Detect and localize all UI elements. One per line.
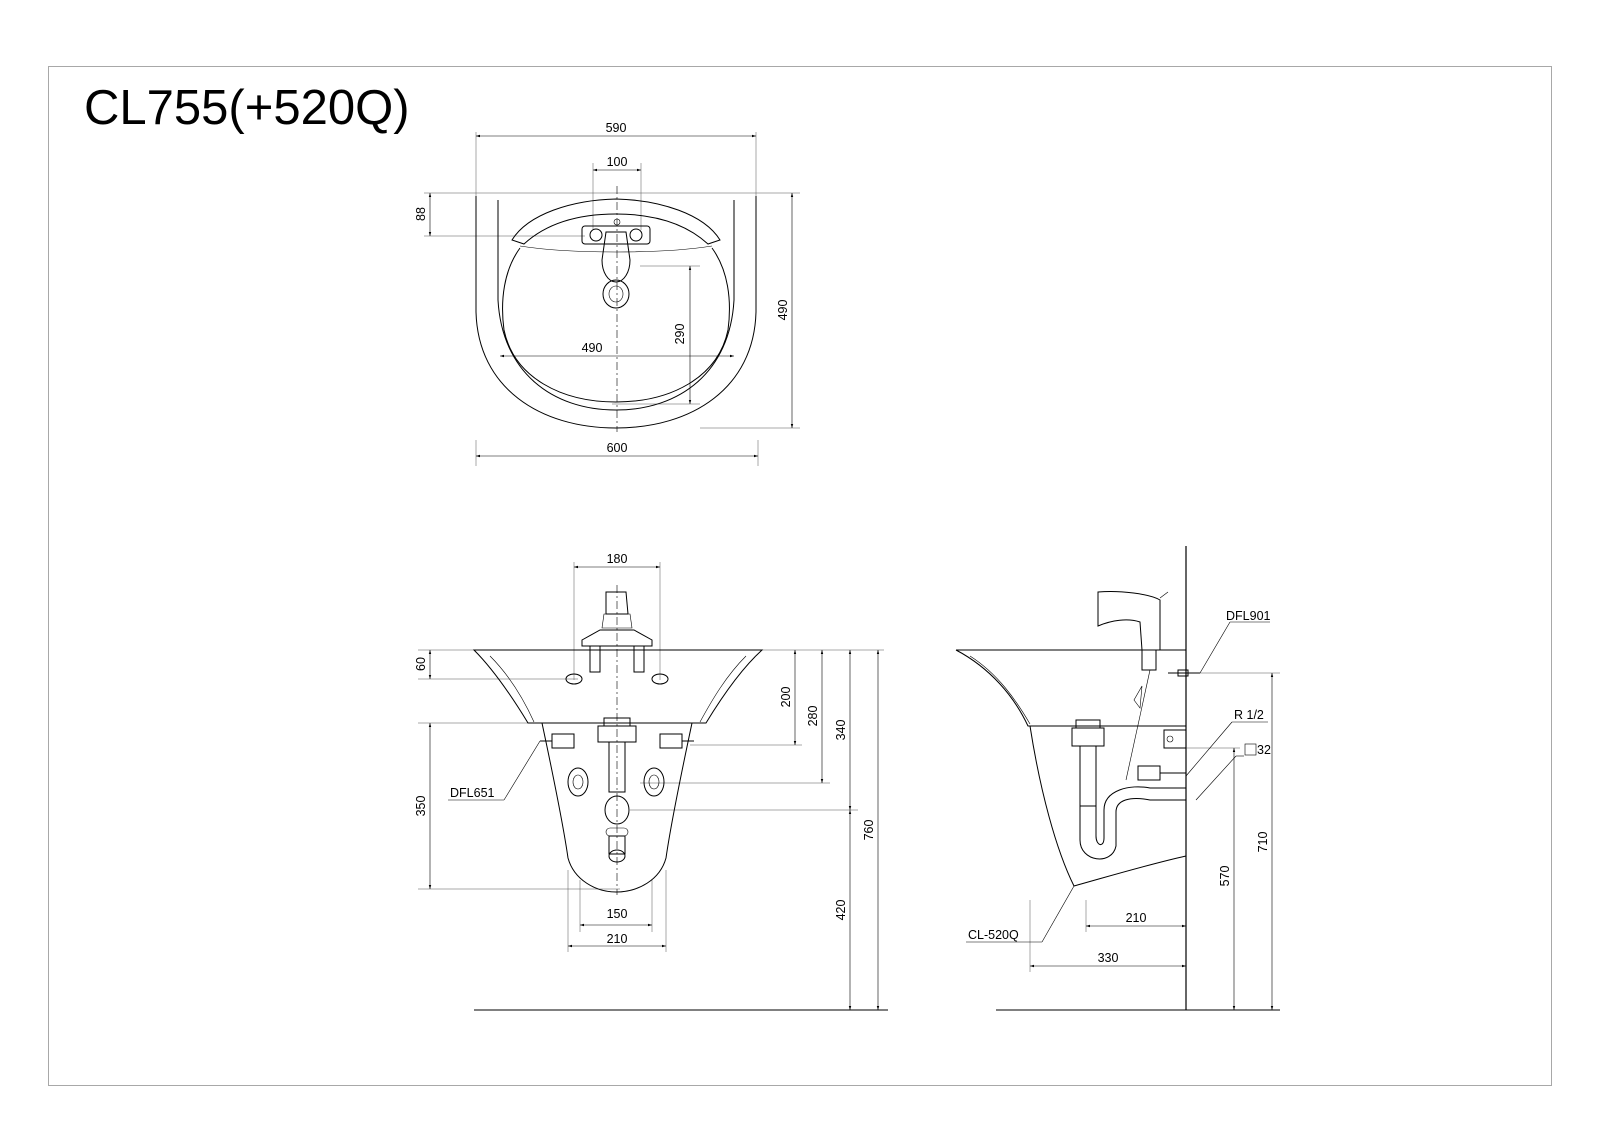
dim-to-valves: 200 bbox=[779, 687, 793, 708]
dim-pedestal-bottom-outer: 210 bbox=[607, 932, 628, 946]
drawing-frame bbox=[48, 66, 1552, 1086]
dim-base-width: 600 bbox=[607, 441, 628, 455]
dim-tap-holes: 100 bbox=[607, 155, 628, 169]
dim-rim-height: 60 bbox=[414, 657, 428, 671]
dim-overall-depth: 490 bbox=[776, 300, 790, 321]
label-pedestal: CL-520Q bbox=[968, 928, 1019, 942]
dim-overall-width: 590 bbox=[606, 121, 627, 135]
dim-bowl-depth: 290 bbox=[673, 324, 687, 345]
dim-drain-size: 32 bbox=[1257, 743, 1271, 757]
page-title: CL755(+520Q) bbox=[84, 81, 410, 135]
top-view: 590 100 88 490 290 490 600 bbox=[414, 121, 800, 466]
label-thread: R 1/2 bbox=[1234, 708, 1264, 722]
dim-total-height: 760 bbox=[862, 820, 876, 841]
dim-pedestal-height: 350 bbox=[414, 796, 428, 817]
dim-to-trap: 280 bbox=[806, 706, 820, 727]
dim-basin-projection: 330 bbox=[1098, 951, 1119, 965]
side-view: DFL901 R 1/2 32 CL-520Q 210 330 570 710 bbox=[955, 546, 1280, 1011]
label-valve: DFL651 bbox=[450, 786, 495, 800]
dim-to-drain: 340 bbox=[834, 720, 848, 741]
dim-supply-height: 570 bbox=[1218, 866, 1232, 887]
dim-trap-depth: 210 bbox=[1126, 911, 1147, 925]
dim-bowl-width: 490 bbox=[582, 341, 603, 355]
label-anchor: DFL901 bbox=[1226, 609, 1271, 623]
dim-tap-spacing: 180 bbox=[607, 552, 628, 566]
dim-floor-to-pedestal: 420 bbox=[834, 900, 848, 921]
dim-drain-height: 710 bbox=[1256, 832, 1270, 853]
front-view: 180 60 200 280 340 760 420 350 150 210 D… bbox=[414, 552, 888, 1011]
dim-pedestal-bottom-inner: 150 bbox=[607, 907, 628, 921]
dim-back-depth: 88 bbox=[414, 207, 428, 221]
